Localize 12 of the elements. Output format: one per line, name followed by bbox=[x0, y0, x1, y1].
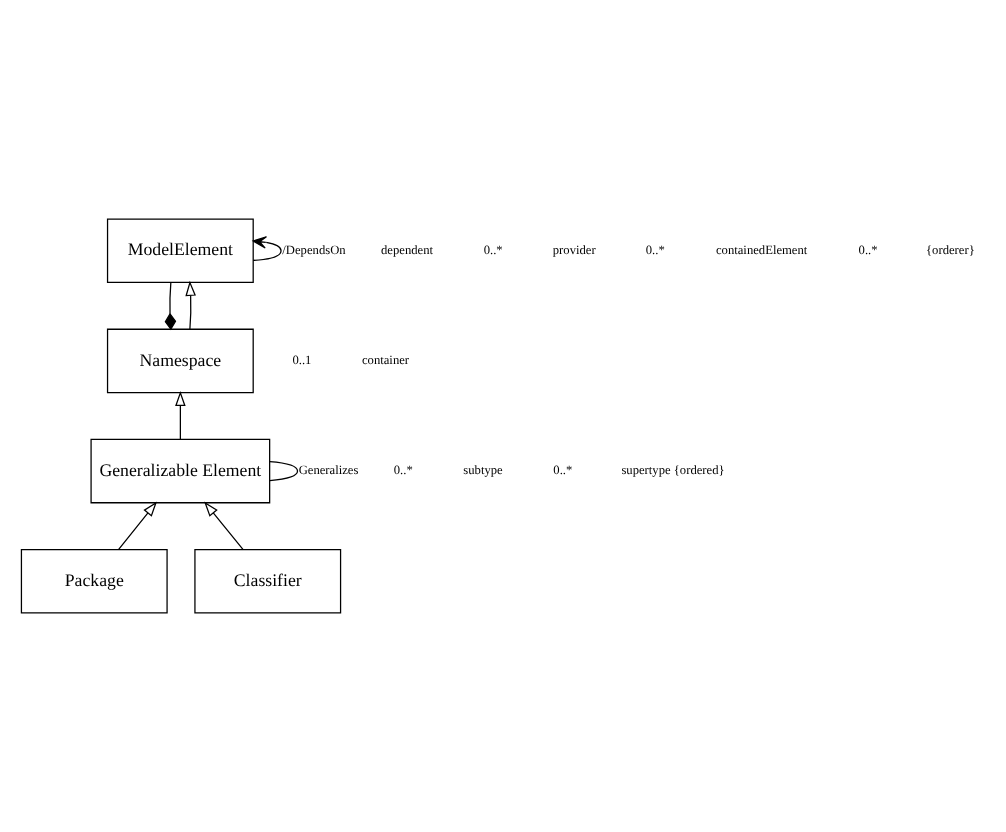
connector bbox=[269, 461, 299, 482]
node-box: Generalizable Element bbox=[90, 438, 271, 504]
arrow bbox=[252, 236, 282, 262]
node-box: ModelElement bbox=[106, 218, 254, 284]
arrow bbox=[185, 280, 196, 330]
node-box: Namespace bbox=[106, 328, 254, 394]
node-box: Classifier bbox=[194, 548, 342, 614]
connector bbox=[164, 282, 177, 331]
arrow bbox=[204, 501, 244, 551]
arrow bbox=[118, 501, 158, 551]
arrow bbox=[175, 390, 186, 440]
node-box: Package bbox=[20, 548, 168, 614]
